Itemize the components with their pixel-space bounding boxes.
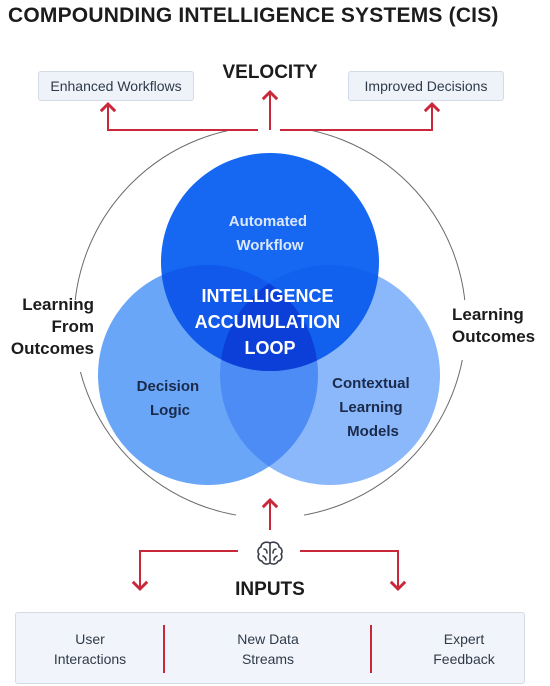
contextual-learning-label: Contextual Learning Models (332, 375, 414, 440)
inputs-divider-2 (370, 625, 372, 673)
decision-logic-line1: Decision (137, 378, 200, 395)
input-expert-feedback: Expert Feedback (384, 629, 544, 669)
learning-from-outcomes-line3: Outcomes (10, 339, 94, 358)
learning-outcomes-line2: Outcomes (452, 327, 536, 346)
inputs-divider-1 (163, 625, 165, 673)
center-overlap (220, 265, 318, 371)
input-user-interactions-line2: Interactions (53, 651, 127, 667)
input-user-interactions: User Interactions (16, 629, 164, 669)
learning-outcomes-label: Learning Outcomes (452, 304, 548, 348)
velocity-label: VELOCITY (222, 62, 318, 83)
input-new-data-streams: New Data Streams (186, 629, 350, 669)
output-enhanced-workflows-label: Enhanced Workflows (50, 78, 182, 94)
automated-workflow-label: Automated Workflow (229, 213, 312, 254)
input-expert-feedback-line1: Expert (443, 631, 485, 647)
input-expert-feedback-line2: Feedback (433, 651, 495, 667)
learning-from-outcomes-line2: From (51, 317, 95, 336)
contextual-learning-line1: Contextual (332, 375, 410, 392)
input-arrow-left (131, 550, 238, 592)
learning-outcomes-line1: Learning (452, 305, 524, 324)
learning-from-outcomes-label: Learning From Outcomes (2, 294, 94, 360)
inputs-label: INPUTS (235, 579, 305, 600)
arrow-to-improved-decisions (280, 101, 441, 131)
decision-logic-label: Decision Logic (137, 378, 204, 419)
output-improved-decisions: Improved Decisions (348, 71, 504, 101)
output-enhanced-workflows: Enhanced Workflows (38, 71, 194, 101)
contextual-learning-line2: Learning (339, 399, 402, 416)
input-user-interactions-line1: User (75, 631, 105, 647)
decision-logic-line2: Logic (150, 402, 190, 419)
automated-workflow-line1: Automated (229, 213, 307, 230)
page-title: COMPOUNDING INTELLIGENCE SYSTEMS (CIS) (8, 4, 499, 27)
center-loop-label: INTELLIGENCE ACCUMULATION LOOP (195, 286, 346, 358)
input-new-data-streams-line1: New Data (237, 631, 299, 647)
contextual-learning-line3: Models (347, 423, 399, 440)
inputs-panel: User Interactions New Data Streams Exper… (15, 612, 525, 684)
center-loop-line1: INTELLIGENCE (201, 286, 333, 306)
center-loop-line2: ACCUMULATION (195, 312, 341, 332)
learning-from-outcomes-line1: Learning (22, 295, 94, 314)
arrow-to-enhanced-workflows (99, 101, 258, 131)
output-improved-decisions-label: Improved Decisions (364, 78, 488, 94)
brain-icon (251, 535, 289, 573)
input-arrow-right (300, 550, 407, 592)
center-loop-line3: LOOP (244, 338, 295, 358)
automated-workflow-line2: Workflow (236, 237, 304, 254)
input-new-data-streams-line2: Streams (241, 651, 295, 667)
